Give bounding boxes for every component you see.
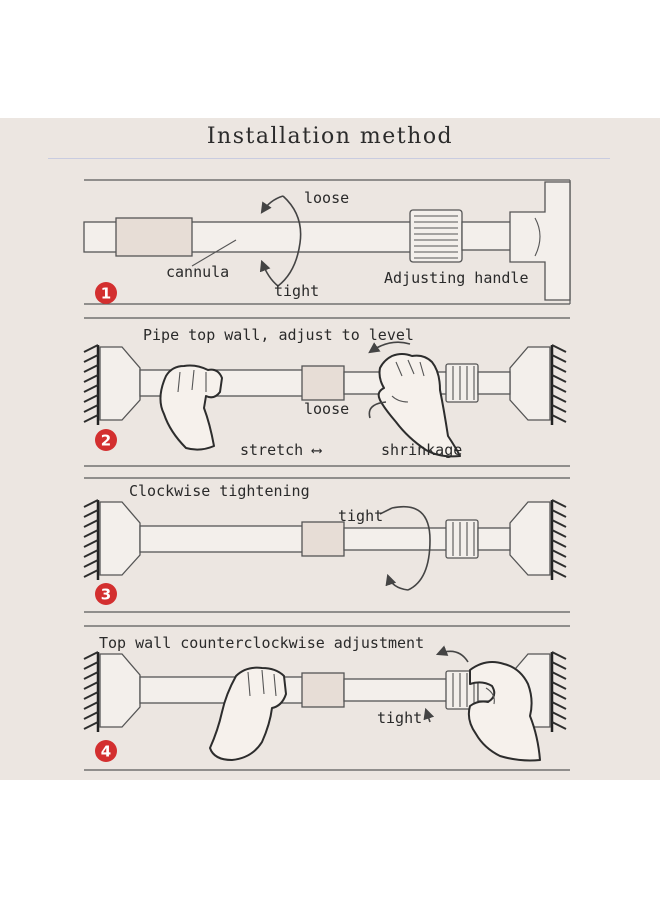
left-hand-fingers [247, 669, 277, 697]
tight-arrow [423, 707, 435, 723]
step-3-caption: Clockwise tightening [129, 482, 310, 500]
end-cup-curve [534, 217, 541, 257]
inner-pipe [343, 678, 449, 702]
tight-label: tight [338, 507, 383, 525]
adjusting-handle [409, 209, 463, 263]
step-1-panel: loose cannula tight Adjusting handle 1 [83, 179, 571, 305]
step-2-caption: Pipe top wall, adjust to level [143, 326, 414, 344]
pipe-end [461, 221, 513, 251]
left-cup [99, 653, 141, 728]
step-1-number: 1 [101, 285, 111, 303]
pipe-end [477, 527, 511, 551]
right-cup [509, 501, 551, 576]
tight-arrow [259, 259, 279, 287]
right-wall [550, 499, 567, 580]
left-wall [83, 651, 100, 732]
cannula-sleeve [301, 521, 345, 557]
page-title: Installation method [206, 124, 454, 149]
left-cup [99, 346, 141, 421]
cannula-sleeve [115, 217, 193, 257]
right-hand-thumb [485, 687, 495, 705]
left-wall [83, 344, 100, 425]
cannula-pointer [191, 239, 237, 267]
clockwise-arc [391, 506, 431, 591]
step-2-number: 2 [101, 432, 111, 450]
cannula-sleeve [301, 365, 345, 401]
left-hand-icon [209, 666, 287, 761]
right-hand-icon [377, 353, 461, 458]
loose-label: loose [304, 189, 349, 207]
step-4-panel: Top wall counterclockwise adjustment tig… [83, 625, 570, 771]
loose-arrow [260, 195, 284, 214]
step-4-caption: Top wall counterclockwise adjustment [99, 634, 424, 652]
step-4-badge [95, 740, 117, 762]
pipe-end [477, 371, 511, 395]
left-wall [83, 499, 100, 580]
tight-label: tight [377, 709, 422, 727]
clockwise-arc-tail [379, 507, 393, 515]
right-hand-fingers [391, 359, 425, 403]
stretch-label: stretch [240, 441, 303, 459]
adjusting-handle [445, 363, 479, 403]
left-hand-fingers [177, 369, 207, 393]
right-wall [550, 651, 567, 732]
counterclockwise-arc [435, 645, 469, 663]
stretch-shrink-arrow: ⟷ [311, 441, 322, 459]
rotation-arc [277, 195, 302, 287]
step-4-number: 4 [101, 743, 111, 761]
step-1-badge [95, 282, 117, 304]
step-2-panel: Pipe top wall, adjust to level loose str… [83, 317, 570, 467]
step-2-badge [95, 429, 117, 451]
clockwise-arrow [385, 573, 409, 591]
step-3-panel: Clockwise tightening tight 3 [83, 477, 570, 613]
pipe [139, 525, 311, 553]
right-wall [550, 344, 567, 425]
step-3-number: 3 [101, 586, 111, 604]
right-cup [509, 346, 551, 421]
title-divider [48, 158, 610, 159]
loose-label: loose [304, 400, 349, 418]
loose-rotation-arc [368, 401, 387, 419]
left-cup [99, 501, 141, 576]
left-hand-icon [159, 364, 223, 451]
shrinkage-label: shrinkage [381, 441, 462, 459]
cannula-sleeve [301, 672, 345, 708]
step-3-badge [95, 583, 117, 605]
cannula-label: cannula [166, 263, 229, 281]
inner-pipe [343, 527, 449, 551]
adjusting-handle-label: Adjusting handle [384, 269, 529, 287]
tight-label: tight [274, 282, 319, 300]
adjusting-handle [445, 519, 479, 559]
loose-rotation-arrow [368, 341, 411, 354]
